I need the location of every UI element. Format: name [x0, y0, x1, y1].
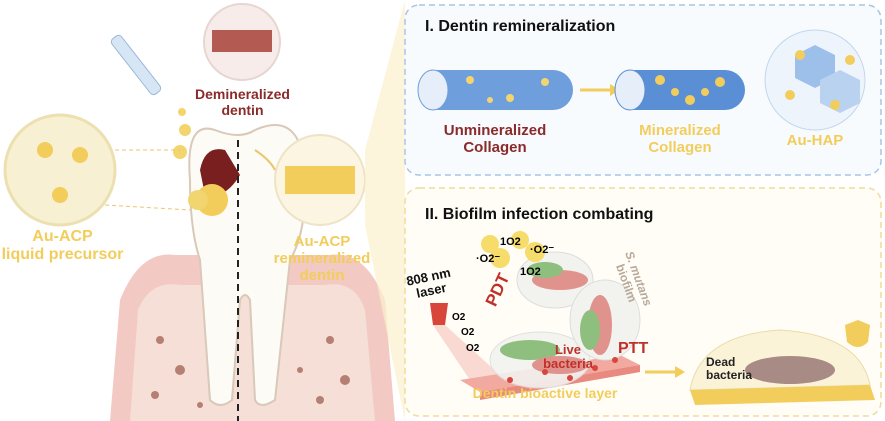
label-line: bacteria	[543, 356, 593, 371]
au-hap-label: Au-HAP	[786, 132, 844, 149]
label-line: Demineralized	[195, 86, 290, 102]
singlet-oxygen-label: 1O2	[500, 236, 521, 248]
mineralized-collagen-fiber	[614, 69, 745, 111]
superoxide-label: ·O2⁻	[476, 253, 501, 265]
label-line: dentin	[299, 267, 345, 284]
remineralized-circle	[254, 134, 366, 226]
dentin-layer-label: Dentin bioactive layer	[472, 385, 618, 401]
mineralized-label: Mineralized Collagen	[615, 122, 745, 156]
label-line: Unmineralized	[443, 122, 547, 139]
label-line: Collagen	[463, 139, 527, 156]
demineralized-label: Demineralized dentin	[195, 86, 290, 118]
singlet-oxygen-label: 1O2	[520, 266, 541, 278]
tooth	[188, 124, 307, 421]
label-line: bacteria	[706, 368, 753, 382]
label-line: Live	[554, 342, 581, 357]
ros-bursts	[481, 231, 545, 268]
flame-icons	[507, 357, 618, 383]
o2-label: O2	[461, 327, 475, 338]
label-line: liquid precursor	[1, 246, 124, 263]
precursor-circle	[3, 113, 191, 227]
o2-label: O2	[466, 343, 480, 354]
label-line: Dead	[706, 355, 736, 369]
panel2-title: II. Biofilm infection combating	[425, 206, 654, 223]
o2-label: O2	[452, 312, 466, 323]
pipette-icon	[110, 34, 191, 159]
shield-icon	[845, 320, 870, 347]
arrowhead-icon-2	[675, 366, 685, 378]
laser-icon	[430, 303, 500, 380]
connector-wedge	[365, 0, 405, 421]
precursor-label: Au-ACP liquid precursor	[0, 228, 125, 264]
unmineralized-collagen-fiber	[417, 69, 573, 111]
remineralized-label: Au-ACP remineralized dentin	[272, 233, 372, 284]
label-line: Mineralized	[639, 122, 721, 139]
label-line: Au-ACP	[32, 228, 93, 245]
au-hap-circle	[764, 29, 866, 131]
superoxide-label: ·O2⁻	[530, 244, 555, 256]
label-line: remineralized	[273, 250, 371, 267]
live-bacteria-label: Live bacteria	[538, 343, 598, 371]
label-line: Collagen	[648, 139, 712, 156]
unmineralized-label: Unmineralized Collagen	[420, 122, 570, 156]
dead-bacteria-slab	[689, 320, 875, 405]
panel1-title: I. Dentin remineralization	[425, 18, 616, 35]
label-line: dentin	[221, 102, 264, 118]
label-line: Au-ACP	[293, 233, 351, 250]
demineralized-circle	[203, 3, 281, 81]
biofilm-bacteria	[489, 251, 641, 389]
ptt-label: PTT	[618, 340, 649, 357]
dead-bacteria-label: Dead bacteria	[706, 356, 752, 382]
